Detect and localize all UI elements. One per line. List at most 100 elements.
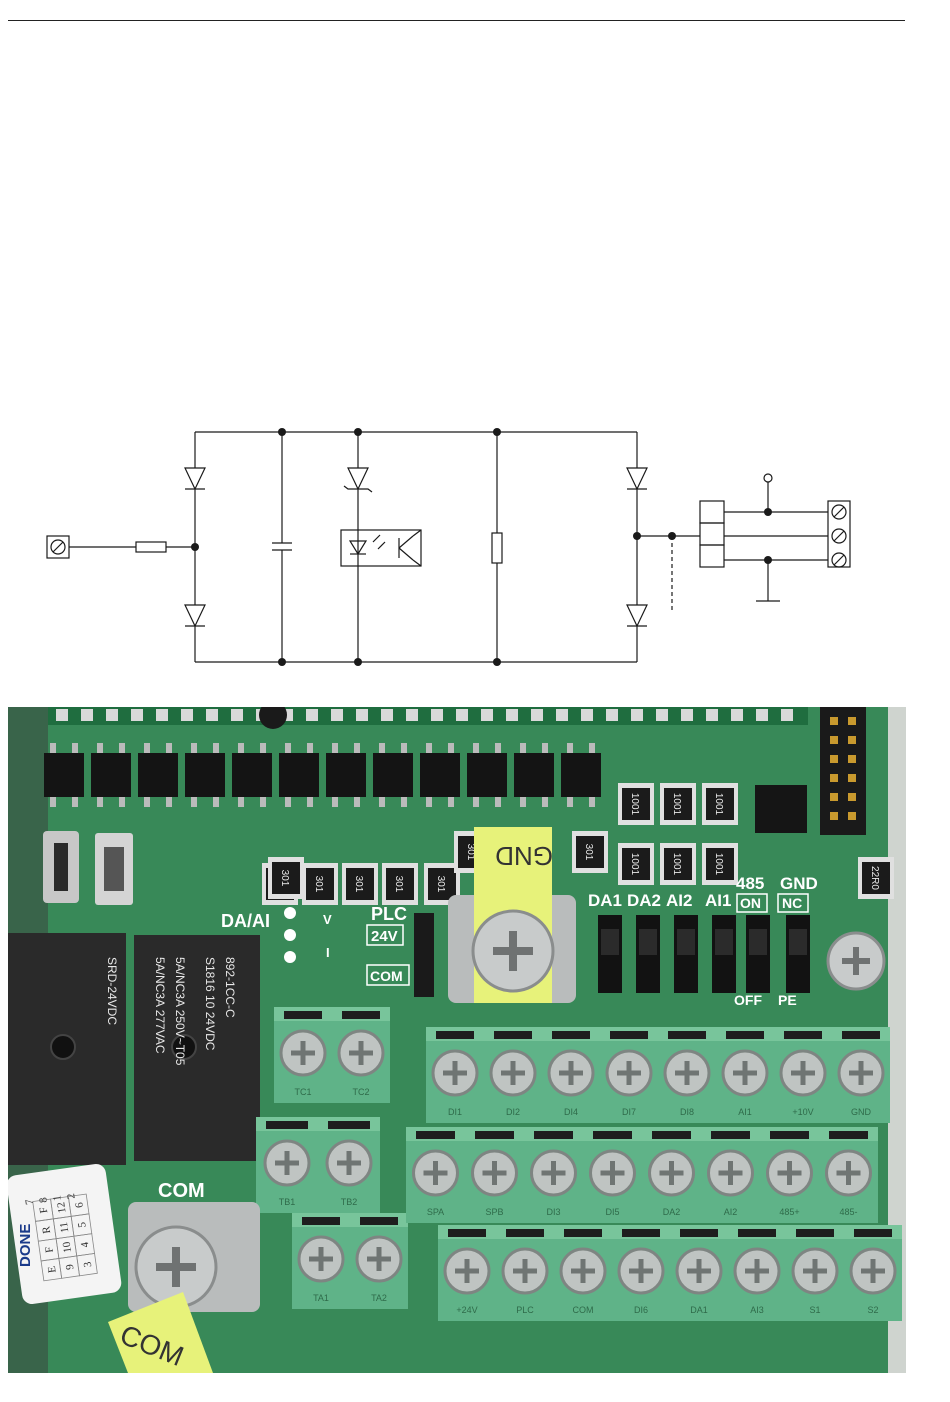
sticker-cell: R <box>40 1225 53 1235</box>
optocoupler-chip <box>91 753 131 797</box>
smd-tiny-resistor <box>406 709 418 721</box>
smd-tiny-resistor <box>506 709 518 721</box>
com-tag <box>108 1292 213 1373</box>
terminal-label: S1 <box>809 1305 820 1315</box>
terminal-label: DI2 <box>506 1107 520 1117</box>
series-resistor <box>135 541 167 553</box>
jumper-cap[interactable] <box>677 929 695 955</box>
smd-tiny-resistor <box>56 709 68 721</box>
resistor-code: 1001 <box>671 853 682 876</box>
plc-jumper[interactable] <box>414 913 434 997</box>
silk-pe: PE <box>778 992 797 1008</box>
smd-tiny-resistor <box>181 709 193 721</box>
header-pin <box>848 812 856 820</box>
smd-resistor: 22R0 <box>858 857 894 899</box>
optocoupler-chip <box>138 753 178 797</box>
optocoupler-chip <box>44 753 84 797</box>
smd-tiny-resistor <box>756 709 768 721</box>
silk-da1: DA1 <box>588 891 622 910</box>
silk-485: 485 <box>736 874 764 893</box>
smd-tiny-resistor <box>106 709 118 721</box>
terminal-label: PLC <box>516 1305 534 1315</box>
resistor-code: 301 <box>393 876 404 893</box>
terminal-label: DI6 <box>634 1305 648 1315</box>
smd-tiny-resistor <box>456 709 468 721</box>
smd-tiny-resistor <box>781 709 793 721</box>
resistor-code: 301 <box>465 844 476 861</box>
terminal-label: +10V <box>792 1107 813 1117</box>
terminal-label: 485+ <box>779 1207 799 1217</box>
header-pin <box>830 717 838 725</box>
header-pin <box>830 755 838 763</box>
terminal-label: TC2 <box>352 1087 369 1097</box>
header-pin <box>848 774 856 782</box>
optocoupler-chip <box>420 753 460 797</box>
header-rule <box>8 20 905 21</box>
resistor-code: 22R0 <box>869 866 880 890</box>
filter-capacitor <box>272 428 292 666</box>
resistor-code: 1001 <box>671 793 682 816</box>
resistor-code: 1001 <box>713 853 724 876</box>
terminal-label: TA2 <box>371 1293 387 1303</box>
header-pin <box>830 812 838 820</box>
terminal-label: AI3 <box>750 1305 764 1315</box>
output-terminals <box>827 500 851 568</box>
smd-tiny-resistor <box>356 709 368 721</box>
smd-tiny-resistor <box>306 709 318 721</box>
jumper-cap[interactable] <box>789 929 807 955</box>
smd-resistor: 1001 <box>618 843 654 885</box>
rs485-chip <box>755 785 807 833</box>
smd-resistor: 301 <box>342 863 378 905</box>
smd-tiny-resistor <box>656 709 668 721</box>
smd-tiny-resistor <box>631 709 643 721</box>
smd-resistor: 301 <box>268 857 304 899</box>
jumper-cap[interactable] <box>749 929 767 955</box>
header-pin <box>848 793 856 801</box>
header-pin <box>848 755 856 763</box>
jumper-cap[interactable] <box>715 929 733 955</box>
smd-tiny-resistor <box>81 709 93 721</box>
silk-off: OFF <box>734 992 762 1008</box>
silk-on: ON <box>740 895 761 911</box>
pin-header <box>820 707 866 835</box>
right-clamp-diodes <box>626 432 648 662</box>
resistor-code: 1001 <box>713 793 724 816</box>
smd-resistor: 301 <box>382 863 418 905</box>
relay-right-text-3: S1816 10 24VDC <box>203 957 217 1051</box>
optocoupler-chip <box>514 753 554 797</box>
relay-right-text-4: 892-1CC-C <box>223 957 237 1018</box>
terminal-label: DI5 <box>605 1207 619 1217</box>
circuit-schematic <box>46 428 851 666</box>
sticker-cell: 11 <box>58 1221 71 1233</box>
mounting-hole <box>259 707 287 729</box>
output-switch-network <box>637 473 828 610</box>
resistor-code: 1001 <box>629 793 640 816</box>
smd-tiny-resistor <box>606 709 618 721</box>
smd-tiny-resistor <box>531 709 543 721</box>
optocoupler-chip <box>467 753 507 797</box>
jumper-cap[interactable] <box>639 929 657 955</box>
silk-ai2: AI2 <box>666 891 692 910</box>
optocoupler-row <box>44 743 601 807</box>
header-pin <box>830 793 838 801</box>
header-pin <box>848 717 856 725</box>
sticker-cell: 6 <box>73 1201 86 1209</box>
relay-left: SRD-24VDC <box>8 933 126 1165</box>
terminal-label: DA2 <box>663 1207 681 1217</box>
jumper-cap[interactable] <box>601 929 619 955</box>
terminal-label: DI4 <box>564 1107 578 1117</box>
silk-i: I <box>326 945 330 960</box>
optocoupler-chip <box>232 753 272 797</box>
terminal-label: DI1 <box>448 1107 462 1117</box>
smd-tiny-resistor <box>156 709 168 721</box>
smd-tiny-resistor <box>706 709 718 721</box>
sticker-cell: F <box>38 1206 51 1214</box>
sticker-cell: 12 <box>55 1201 68 1214</box>
sticker-cell: 10 <box>61 1240 74 1253</box>
terminal-label: S2 <box>867 1305 878 1315</box>
terminal-label: SPA <box>427 1207 444 1217</box>
smd-resistor: 301 <box>572 831 608 873</box>
silk-nc: NC <box>782 895 802 911</box>
resistor-code: 301 <box>435 876 446 893</box>
